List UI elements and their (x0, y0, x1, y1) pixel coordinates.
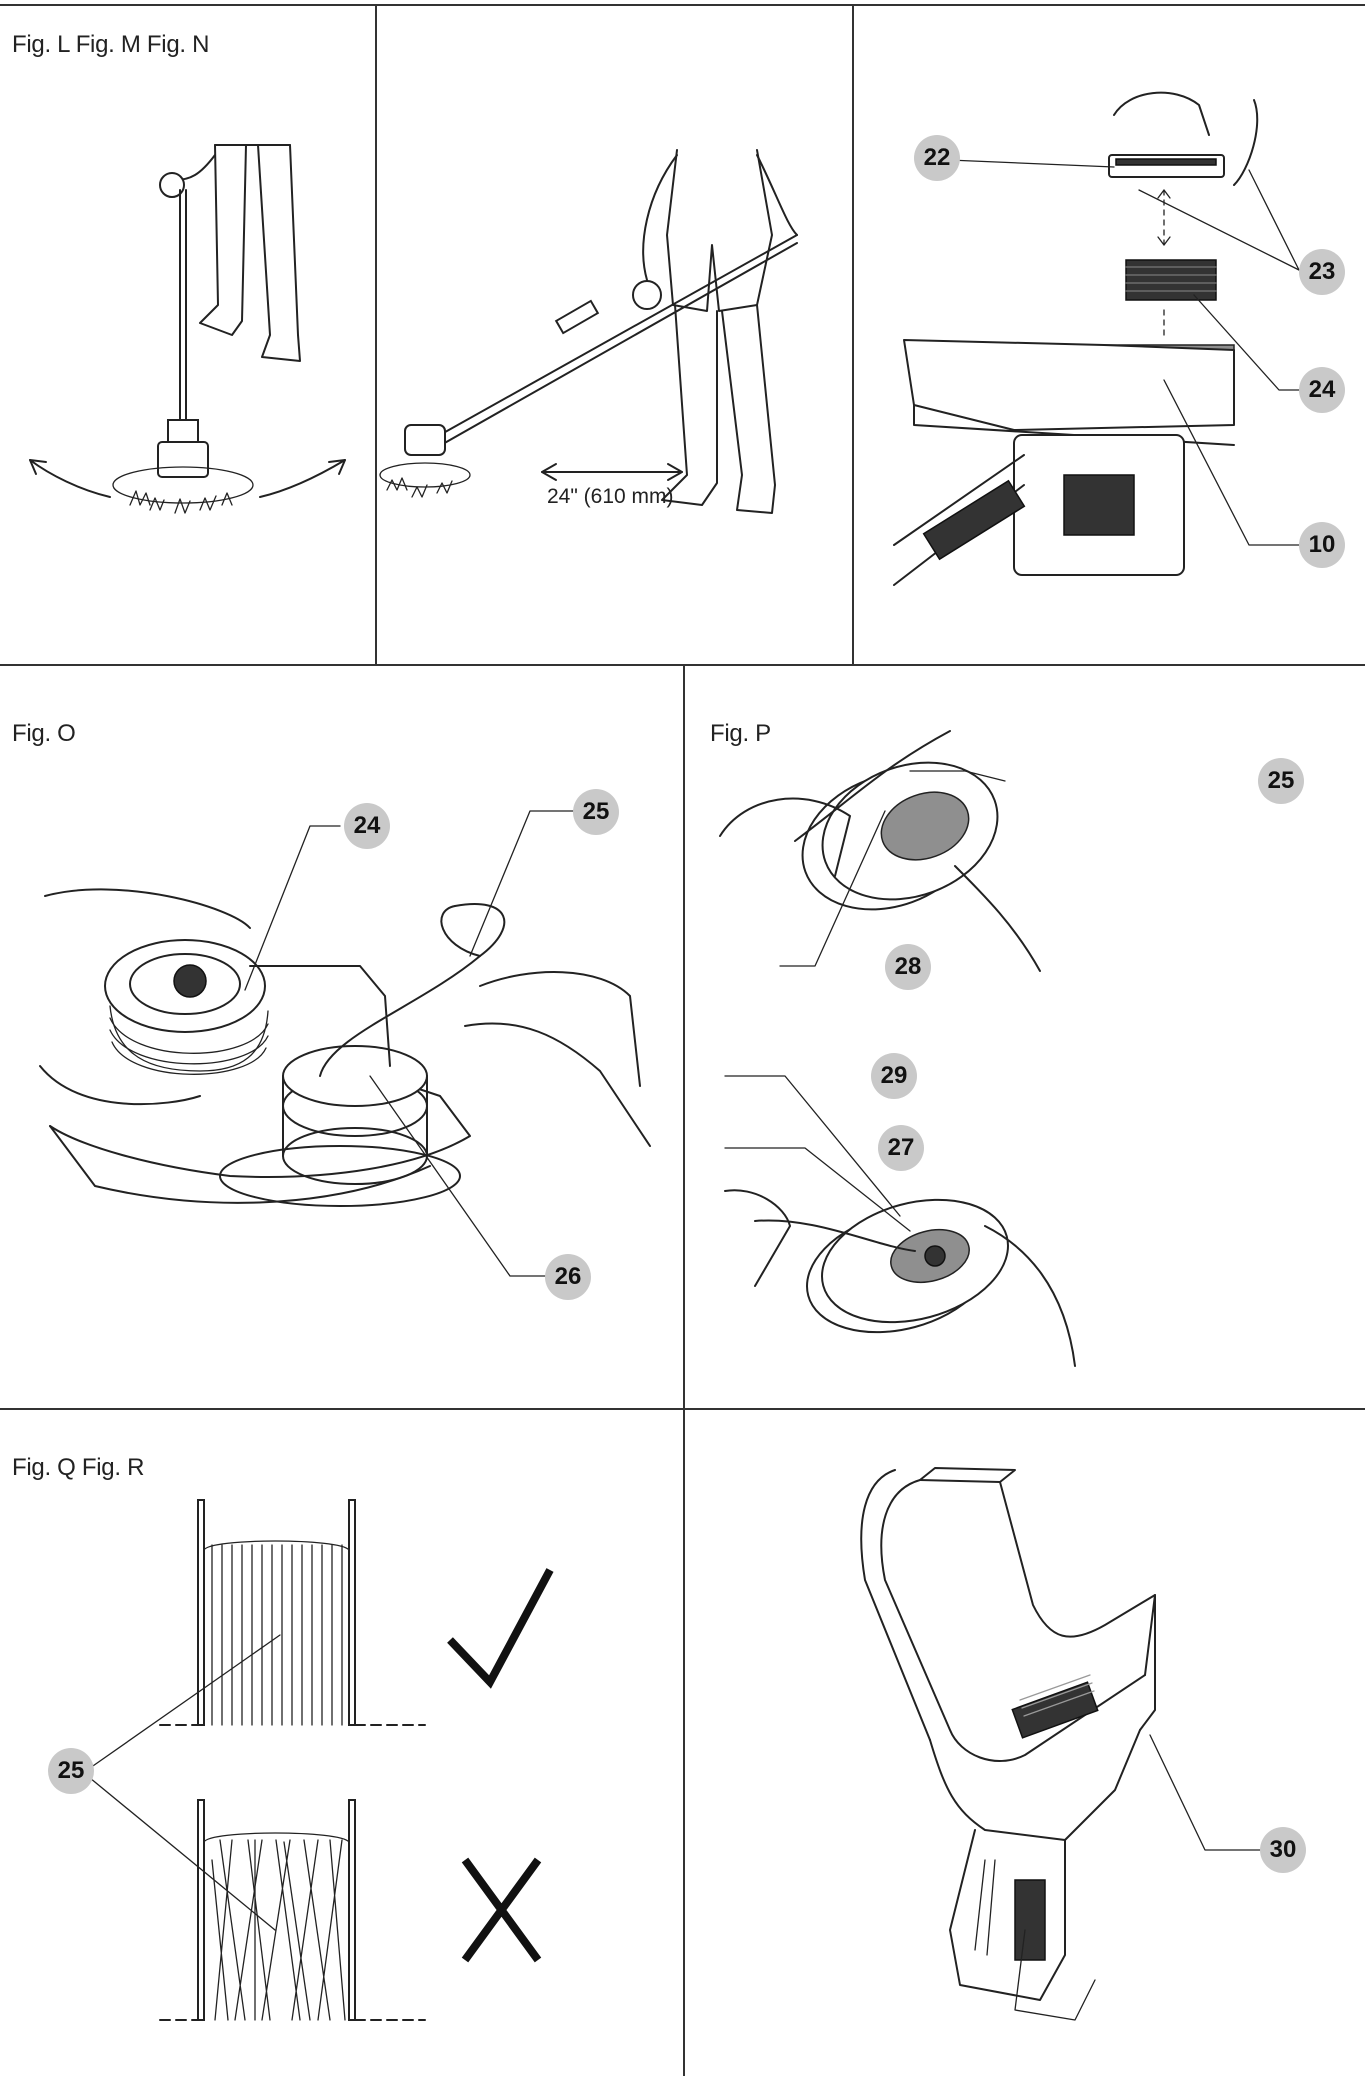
fig-p-panel: Fig. P 25 28 29 27 (685, 666, 1365, 1408)
callout-28: 28 (885, 944, 931, 990)
callout-24: 24 (1299, 367, 1345, 413)
fig-l-illustration (29, 144, 346, 514)
fig-m-illustration (379, 149, 798, 514)
fig-m-panel: 24" (610 mm) (377, 5, 852, 664)
fig-p-illustration (719, 730, 1076, 1367)
check-mark-icon (447, 1568, 554, 1689)
fig-q-illustration (89, 1499, 554, 2021)
neat-line-winding (211, 1544, 343, 1726)
col-divider-o-p (683, 664, 685, 2076)
fig-q-panel: Fig. Q Fig. R 25 (0, 1410, 683, 2076)
callout-30: 30 (1260, 1827, 1306, 1873)
callout-26: 26 (545, 1254, 591, 1300)
callout-29: 29 (871, 1053, 917, 1099)
col-divider-m-n (852, 4, 854, 664)
row1-divider (0, 664, 1365, 666)
fig-p-label: Fig. P (710, 720, 771, 747)
callout-25: 25 (1258, 758, 1304, 804)
top-border (0, 4, 1365, 6)
row3-figure-label: Fig. Q Fig. R (12, 1454, 145, 1481)
fig-n-panel: 22 23 24 10 (854, 5, 1365, 664)
row1-figure-label: Fig. L Fig. M Fig. N (12, 31, 210, 58)
col-divider-l-m (375, 4, 377, 664)
callout-24: 24 (344, 803, 390, 849)
x-mark-icon (461, 1857, 542, 1963)
tangled-line-winding (211, 1839, 346, 2021)
callout-10: 10 (1299, 522, 1345, 568)
fig-l-panel: Fig. L Fig. M Fig. N (0, 5, 375, 664)
callout-23: 23 (1299, 249, 1345, 295)
fig-o-illustration (39, 810, 651, 1277)
fig-o-panel: Fig. O 24 25 26 (0, 666, 683, 1408)
fig-n-illustration (893, 91, 1300, 586)
row2-divider (0, 1408, 1365, 1410)
callout-25: 25 (573, 789, 619, 835)
callout-22: 22 (914, 135, 960, 181)
callout-27: 27 (878, 1125, 924, 1171)
fig-r-illustration (860, 1467, 1261, 2021)
distance-label: 24" (610 mm) (547, 485, 674, 508)
fig-r-panel: 30 (685, 1410, 1365, 2076)
fig-o-label: Fig. O (12, 720, 76, 747)
callout-25: 25 (48, 1748, 94, 1794)
